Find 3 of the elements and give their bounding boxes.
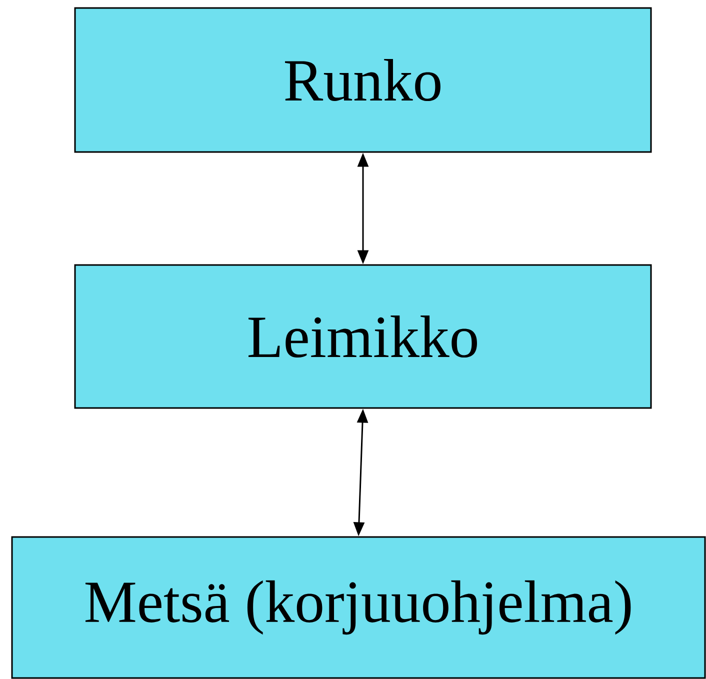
process-box: Runko (74, 7, 652, 153)
process-box: Leimikko (74, 264, 652, 409)
process-box: Metsä (korjuuohjelma) (11, 536, 706, 679)
